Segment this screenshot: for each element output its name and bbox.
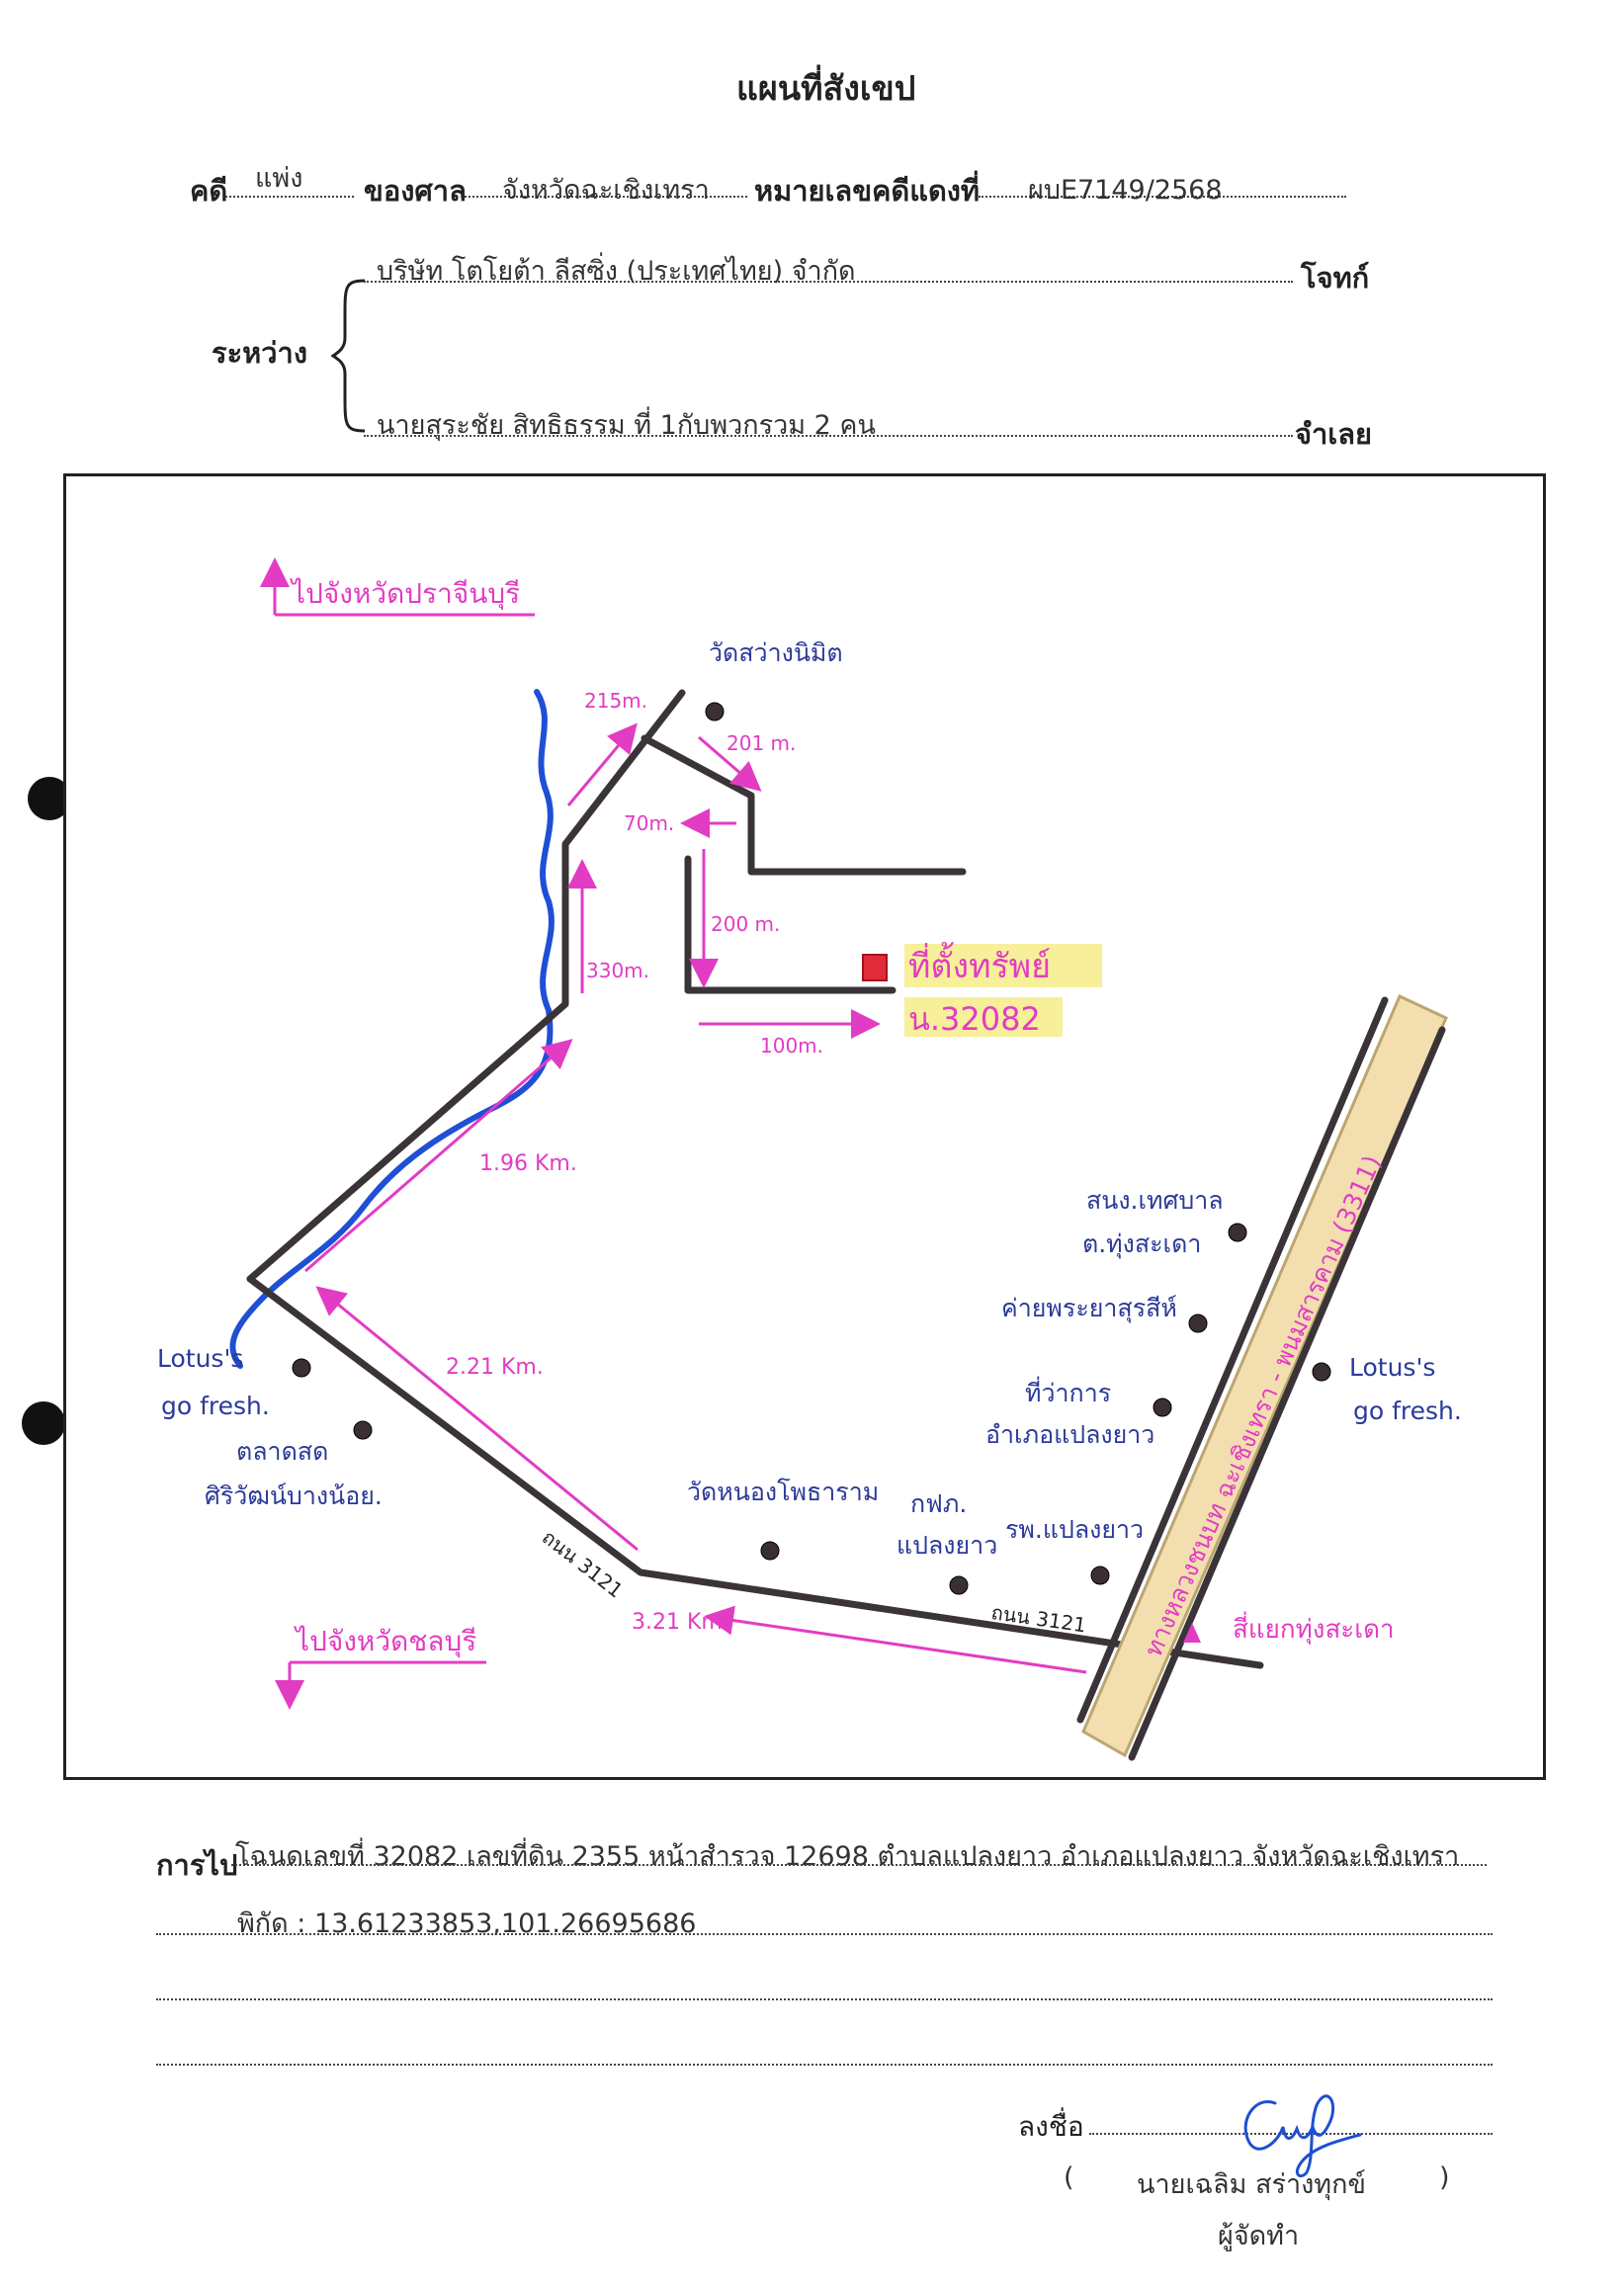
- close-paren: ): [1439, 2162, 1450, 2193]
- lotus-right-line2: go fresh.: [1353, 1397, 1462, 1425]
- binder-hole-bottom: [22, 1401, 65, 1445]
- lotus-left-line1: Lotus's: [157, 1344, 243, 1373]
- red-case-no: ผบE7149/2568: [1028, 175, 1223, 206]
- case-label: คดี: [190, 174, 228, 208]
- brace: [331, 279, 366, 433]
- district-line2: อำเภอแปลงยาว: [985, 1420, 1154, 1449]
- dist-321: 3.21 Km.: [632, 1610, 729, 1635]
- pea-line1: กฟภ.: [910, 1489, 967, 1518]
- highway-label: ทางหลวงชนบท ฉะเชิงเทรา - พนมสารคาม (3311…: [1139, 1151, 1387, 1661]
- dist-200: 200 m.: [711, 912, 780, 936]
- lotus-left-line2: go fresh.: [161, 1392, 270, 1420]
- road-3121-label-a: ถนน 3121: [538, 1525, 628, 1602]
- property-marker: [862, 954, 888, 981]
- hospital-dot: [1090, 1566, 1110, 1585]
- market-line1: ตลาดสด: [236, 1437, 328, 1466]
- signature-image: [1243, 2094, 1362, 2177]
- to-chonburi: ไปจังหวัดชลบุรี: [294, 1625, 476, 1658]
- wat-sawang-label: วัดสว่างนิมิต: [709, 638, 843, 667]
- plaintiff-label: โจทก์: [1301, 261, 1370, 295]
- directions-line1: โฉนดเลขที่ 32082 เลขที่ดิน 2355 หน้าสำรว…: [235, 1841, 1460, 1872]
- court-name: จังหวัดฉะเชิงเทรา: [502, 175, 710, 206]
- red-case-no-label: หมายเลขคดีแดงที่: [754, 174, 981, 208]
- municipal-line1: สนง.เทศบาล: [1086, 1186, 1224, 1215]
- road-main-west: [246, 689, 686, 1283]
- deed-number: น.32082: [908, 1000, 1041, 1038]
- municipal-line2: ต.ทุ่งสะเดา: [1082, 1229, 1201, 1259]
- road-3121: [246, 1275, 1264, 1669]
- intersection-marker: [1183, 1623, 1201, 1643]
- market-dot: [353, 1420, 373, 1440]
- lotus-right-dot: [1312, 1362, 1331, 1382]
- sketch-map: ทางหลวงชนบท ฉะเชิงเทรา - พนมสารคาม (3311…: [63, 473, 1546, 1780]
- preparer-role: ผู้จัดทำ: [1218, 2221, 1300, 2251]
- dist-221: 2.21 Km.: [446, 1355, 544, 1380]
- coordinates-line: พิกัด : 13.61233853,101.26695686: [237, 1908, 697, 1939]
- police-camp-dot: [1188, 1313, 1208, 1333]
- river: [229, 689, 555, 1369]
- open-paren: (: [1064, 2162, 1074, 2193]
- between-label: ระหว่าง: [212, 336, 307, 370]
- defendant-name: นายสุระชัย สิทธิธรรม ที่ 1กับพวกรวม 2 คน: [377, 410, 876, 441]
- wat-sawang-dot: [705, 702, 725, 721]
- lotus-right-line1: Lotus's: [1349, 1353, 1435, 1382]
- pea-dot: [949, 1575, 969, 1595]
- road-to-property: [684, 855, 897, 994]
- dist-330: 330m.: [586, 959, 649, 982]
- plaintiff-name: บริษัท โตโยต้า ลีสซิ่ง (ประเทศไทย) จำกัด: [377, 256, 856, 287]
- pea-line2: แปลงยาว: [897, 1531, 997, 1560]
- wat-nongpho-dot: [760, 1541, 780, 1561]
- wat-nongpho-label: วัดหนองโพธาราม: [687, 1478, 879, 1506]
- market-line2: ศิริวัฒน์บางน้อย.: [205, 1482, 383, 1510]
- preparer-name: นายเฉลิม สร่างทุกข์: [1137, 2169, 1366, 2200]
- to-prachinburi: ไปจังหวัดปราจีนบุรี: [290, 577, 520, 611]
- hospital-label: รพ.แปลงยาว: [1005, 1515, 1144, 1544]
- district-office-dot: [1153, 1398, 1172, 1417]
- dist-100: 100m.: [760, 1034, 823, 1058]
- sign-label: ลงชื่อ: [1018, 2110, 1084, 2143]
- court-label: ของศาล: [364, 174, 467, 208]
- police-label: ค่ายพระยาสุรสีห์: [1001, 1294, 1177, 1323]
- case-type: แพ่ง: [255, 163, 303, 194]
- directions-label: การไป: [156, 1848, 238, 1882]
- district-line1: ที่ว่าการ: [1025, 1376, 1111, 1407]
- municipal-dot: [1228, 1223, 1247, 1242]
- lotus-left-dot: [292, 1358, 311, 1378]
- dist-70: 70m.: [624, 811, 674, 835]
- page-title: แผนที่สังเขป: [736, 69, 916, 109]
- defendant-label: จำเลย: [1295, 417, 1372, 451]
- property-label: ที่ตั้งทรัพย์: [908, 942, 1051, 986]
- dist-201: 201 m.: [727, 731, 796, 755]
- intersection-label: สี่แยกทุ่งสะเดา: [1233, 1611, 1395, 1645]
- road-wat-branch: [641, 734, 967, 876]
- dist-196: 1.96 Km.: [479, 1151, 577, 1176]
- dist-215: 215m.: [584, 689, 647, 713]
